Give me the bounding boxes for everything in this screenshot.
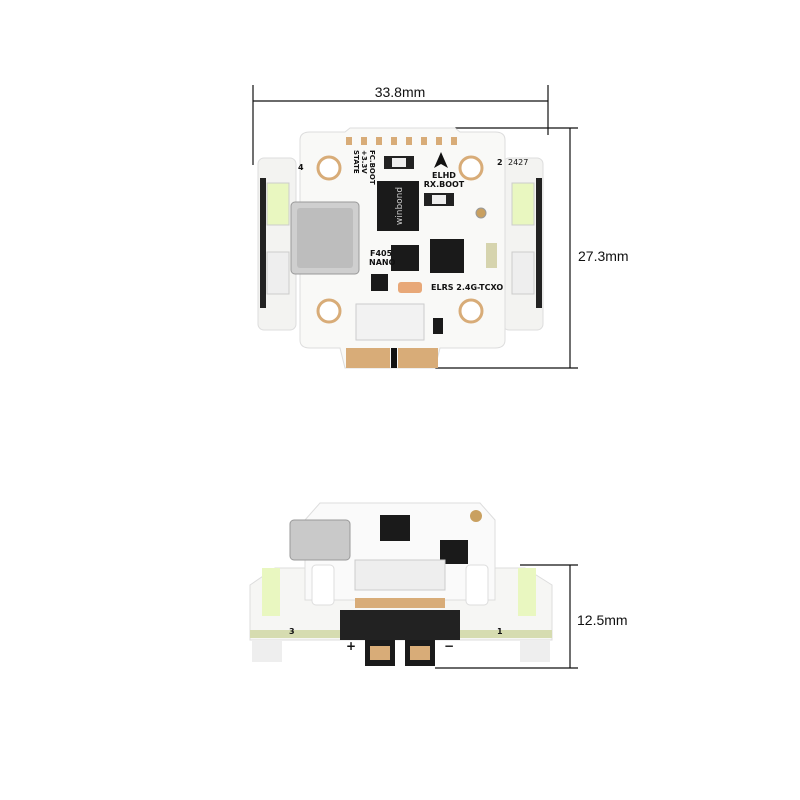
power-pad-negative (398, 348, 438, 368)
height-dimension (435, 564, 578, 669)
side-jst-connector (354, 559, 446, 591)
mounting-holes (316, 155, 484, 324)
silk-plus: + (346, 639, 356, 653)
pad-divider (391, 348, 397, 368)
silk-rx-boot: RX.BOOT (424, 180, 465, 189)
left-edge-pads (260, 178, 266, 308)
crystal (398, 282, 422, 293)
silk-f405: F405 (370, 249, 393, 258)
top-solder-pads (346, 137, 457, 145)
antenna-pad (486, 243, 497, 268)
usb-c-inner (297, 208, 353, 268)
power-pad-positive (346, 348, 390, 368)
connector-right (511, 251, 535, 295)
silk-left-labels: FC.BOOT +3.3V STATE (352, 150, 376, 185)
silk-pad-2: 2 (497, 158, 503, 167)
length-dimension (435, 127, 578, 369)
rx-boot-button-face (432, 195, 446, 204)
silk-pad-1: 1 (497, 627, 503, 636)
board-side-view: + − 3 1 (249, 502, 553, 666)
flash-chip (377, 181, 419, 231)
mcu-chip (391, 245, 419, 271)
right-edge-pads (536, 178, 542, 308)
standoffs (311, 564, 489, 606)
esc-connector-right (520, 640, 550, 662)
length-label: 27.3mm (578, 248, 629, 264)
silk-elrs: ELRS 2.4G-TCXO (431, 283, 503, 292)
silk-side-code: 2427 (508, 158, 528, 167)
silk-pad-4: 4 (298, 163, 304, 172)
silk-3v3: +3.3V (360, 150, 368, 174)
height-label: 12.5mm (577, 612, 628, 628)
side-flash-chip (380, 515, 410, 541)
silk-pad-3: 3 (289, 627, 295, 636)
flash-chip-label: winbond (395, 187, 405, 225)
side-underside (340, 610, 460, 640)
fc-boot-button-face (392, 158, 406, 167)
silk-state: STATE (352, 150, 360, 174)
width-dimension (252, 85, 549, 165)
silk-elhd: ELHD (432, 171, 456, 180)
side-pin-header (355, 598, 445, 608)
width-label: 33.8mm (375, 84, 426, 100)
side-usb-c (289, 519, 351, 561)
side-xt-negative-pad (410, 646, 430, 660)
silk-fc-boot: FC.BOOT (368, 150, 376, 185)
silk-nano: NANO (369, 258, 396, 267)
diode (433, 318, 443, 334)
direction-arrow-icon (434, 152, 448, 168)
board-top-view: winbond FC.BOOT +3.3V STATE ELHD RX.BOOT… (257, 127, 544, 369)
led-right (511, 182, 535, 226)
connector-left (266, 251, 290, 295)
esc-connector-left (252, 640, 282, 662)
side-led-left (262, 568, 280, 616)
side-led-right (518, 568, 536, 616)
jst-connector (355, 303, 425, 341)
elrs-chip (430, 239, 464, 273)
silk-minus: − (444, 639, 454, 653)
ufl-antenna-connector (475, 207, 487, 219)
led-left (266, 182, 290, 226)
side-xt-positive-pad (370, 646, 390, 660)
regulator-chip (371, 274, 388, 291)
side-antenna-connector (470, 510, 482, 522)
